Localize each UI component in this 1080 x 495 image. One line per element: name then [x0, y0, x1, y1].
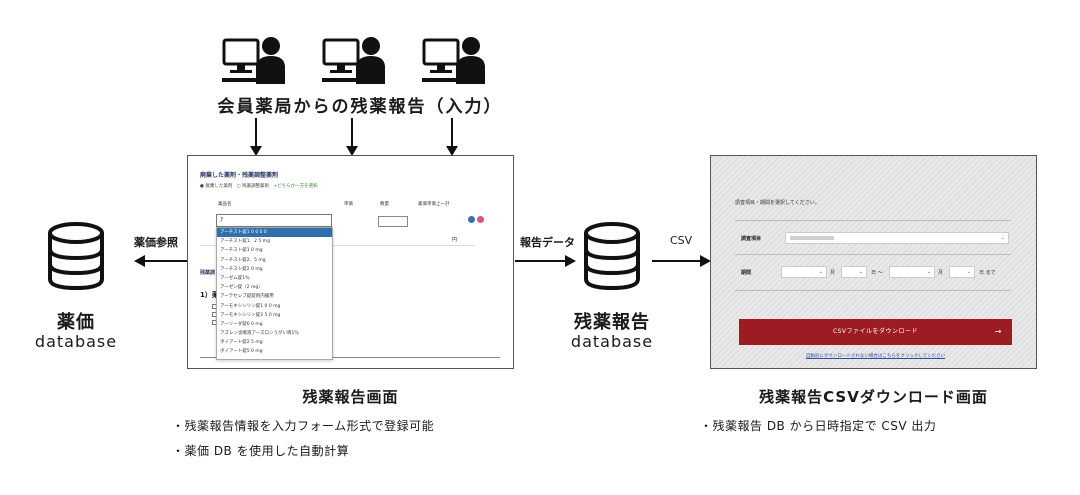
- csv-download-screen: 調査項目・期間を選択してください。 調査項目 ⌄ 期間 ⌄ 月 ⌄ 日 〜 ⌄ …: [710, 155, 1037, 369]
- chevron-down-icon: ⌄: [926, 269, 931, 275]
- remove-row-icon[interactable]: [477, 216, 484, 223]
- dropdown-option[interactable]: アーチスト錠2 0 mg: [220, 266, 263, 272]
- database-icon: [48, 222, 104, 291]
- dropdown-option[interactable]: アーリーダ錠6 0 mg: [220, 321, 263, 327]
- computer-user-icon: [322, 37, 385, 84]
- flow-label-left: 薬価参照: [134, 236, 178, 249]
- computer-user-icon: [422, 37, 485, 84]
- csv-screen-caption: 残薬報告CSVダウンロード画面: [759, 388, 988, 406]
- blurred-value: [790, 235, 834, 240]
- left-arrow-icon: [134, 255, 187, 267]
- dropdown-option[interactable]: アーゼン錠（2 mg）: [220, 285, 263, 291]
- survey-item-select[interactable]: ⌄: [785, 232, 1009, 244]
- csv-download-label: CSVファイルをダウンロード: [832, 328, 919, 335]
- start-day-select[interactable]: ⌄: [841, 266, 867, 278]
- chevron-down-icon: ⌄: [1000, 235, 1005, 241]
- down-arrow-icon: [446, 118, 458, 156]
- label-period: 期間: [741, 270, 752, 276]
- db-middle-title: 残薬報告: [574, 312, 650, 333]
- section-item: 1）薬: [200, 291, 219, 299]
- dropdown-option[interactable]: ボイアート錠2 5 mg: [220, 340, 263, 346]
- dropdown-option[interactable]: アーチスト錠1 0 0 0 0: [217, 228, 332, 238]
- label-survey-item: 調査項目: [741, 236, 762, 242]
- form-bullet-2: ・薬価 DB を使用した自動計算: [172, 444, 350, 458]
- flow-label-middle: 報告データ: [520, 236, 575, 249]
- manual-download-link[interactable]: 自動的にダウンロードされない場合はこちらをクリックしてください: [805, 354, 946, 359]
- flow-label-right: CSV: [670, 234, 693, 247]
- col-unit: 単価: [344, 202, 353, 207]
- dropdown-option[interactable]: アーゼム錠1％: [220, 275, 250, 281]
- form-bullet-1: ・残薬報告情報を入力フォーム形式で登録可能: [172, 419, 435, 433]
- computer-user-icon: [222, 37, 285, 84]
- unit-month: 月: [938, 270, 944, 276]
- dropdown-option[interactable]: ボイアート錠5 0 mg: [220, 349, 263, 355]
- drug-name-input[interactable]: ｱ: [216, 214, 332, 227]
- unit-day-from: 日 〜: [871, 270, 883, 276]
- table-header: 薬品名 単価 数量 薬価単価上一計: [210, 196, 480, 212]
- divider: [200, 357, 500, 358]
- dropdown-option[interactable]: アズレン含嗽液アーズ口ンうがい液1％: [220, 331, 299, 337]
- form-screen-caption: 残薬報告画面: [302, 388, 399, 406]
- dropdown-option[interactable]: アーモキシシリン錠2 5 0 mg: [220, 312, 281, 318]
- col-qty: 数量: [380, 202, 389, 207]
- csv-bullet-1: ・残薬報告 DB から日時指定で CSV 出力: [700, 419, 937, 433]
- chevron-down-icon: ⌄: [858, 269, 863, 275]
- end-month-select[interactable]: ⌄: [889, 266, 935, 278]
- chevron-down-icon: ⌄: [818, 269, 823, 275]
- arrow-right-icon: →: [994, 327, 1002, 336]
- drug-suggestion-dropdown[interactable]: アーチスト錠1 0 0 0 0 アーチスト錠1．2 5 mg アーチスト錠1 0…: [216, 227, 333, 360]
- dropdown-option[interactable]: アーチスト錠1．2 5 mg: [220, 239, 270, 245]
- db-left-sub: database: [34, 332, 118, 351]
- end-day-select[interactable]: ⌄: [949, 266, 975, 278]
- dropdown-option[interactable]: アーテセレブ錠錠剤内服用: [220, 294, 274, 300]
- table-row: 円: [200, 232, 475, 246]
- csv-download-button[interactable]: CSVファイルをダウンロード →: [739, 319, 1012, 345]
- dropdown-option[interactable]: アーチスト錠2．5 mg: [220, 257, 266, 263]
- dropdown-option[interactable]: アーモキシシリン錠1 0 0 mg: [220, 303, 281, 309]
- down-arrow-icon: [346, 118, 358, 156]
- divider: [735, 290, 1011, 291]
- db-left-title: 薬価: [57, 312, 95, 333]
- db-middle-sub: database: [570, 332, 654, 351]
- right-arrow-icon: [652, 255, 711, 267]
- row-currency: 円: [452, 237, 458, 243]
- section-label: 残薬調: [200, 270, 216, 276]
- radio-hint: +どちらか一方を選択: [273, 184, 318, 189]
- form-title: 廃棄した薬剤・残薬調整薬剤: [200, 172, 279, 179]
- quantity-input[interactable]: [378, 216, 408, 227]
- divider: [735, 254, 1011, 255]
- start-month-select[interactable]: ⌄: [781, 266, 827, 278]
- radio-adjusted[interactable]: ○ 残薬調整薬剤: [236, 184, 270, 189]
- unit-day-to: 日 まで: [979, 270, 996, 276]
- divider: [735, 220, 1011, 221]
- right-arrow-icon: [515, 255, 576, 267]
- down-arrow-icon: [250, 118, 262, 156]
- col-name: 薬品名: [218, 202, 232, 207]
- radio-discarded[interactable]: ● 廃棄した薬剤: [200, 184, 233, 189]
- add-row-icon[interactable]: [468, 216, 475, 223]
- radio-group[interactable]: ● 廃棄した薬剤 ○ 残薬調整薬剤 +どちらか一方を選択: [200, 183, 318, 189]
- database-icon: [584, 222, 640, 291]
- unit-month: 月: [830, 270, 836, 276]
- report-form-screen: 廃棄した薬剤・残薬調整薬剤 ● 廃棄した薬剤 ○ 残薬調整薬剤 +どちらか一方を…: [187, 155, 514, 369]
- dropdown-option[interactable]: アーチスト錠1 0 mg: [220, 248, 263, 254]
- col-total: 薬価単価上一計: [418, 202, 450, 207]
- csv-intro-text: 調査項目・期間を選択してください。: [735, 200, 820, 206]
- input-flow-label: 会員薬局からの残薬報告（入力）: [217, 97, 503, 117]
- chevron-down-icon: ⌄: [966, 269, 971, 275]
